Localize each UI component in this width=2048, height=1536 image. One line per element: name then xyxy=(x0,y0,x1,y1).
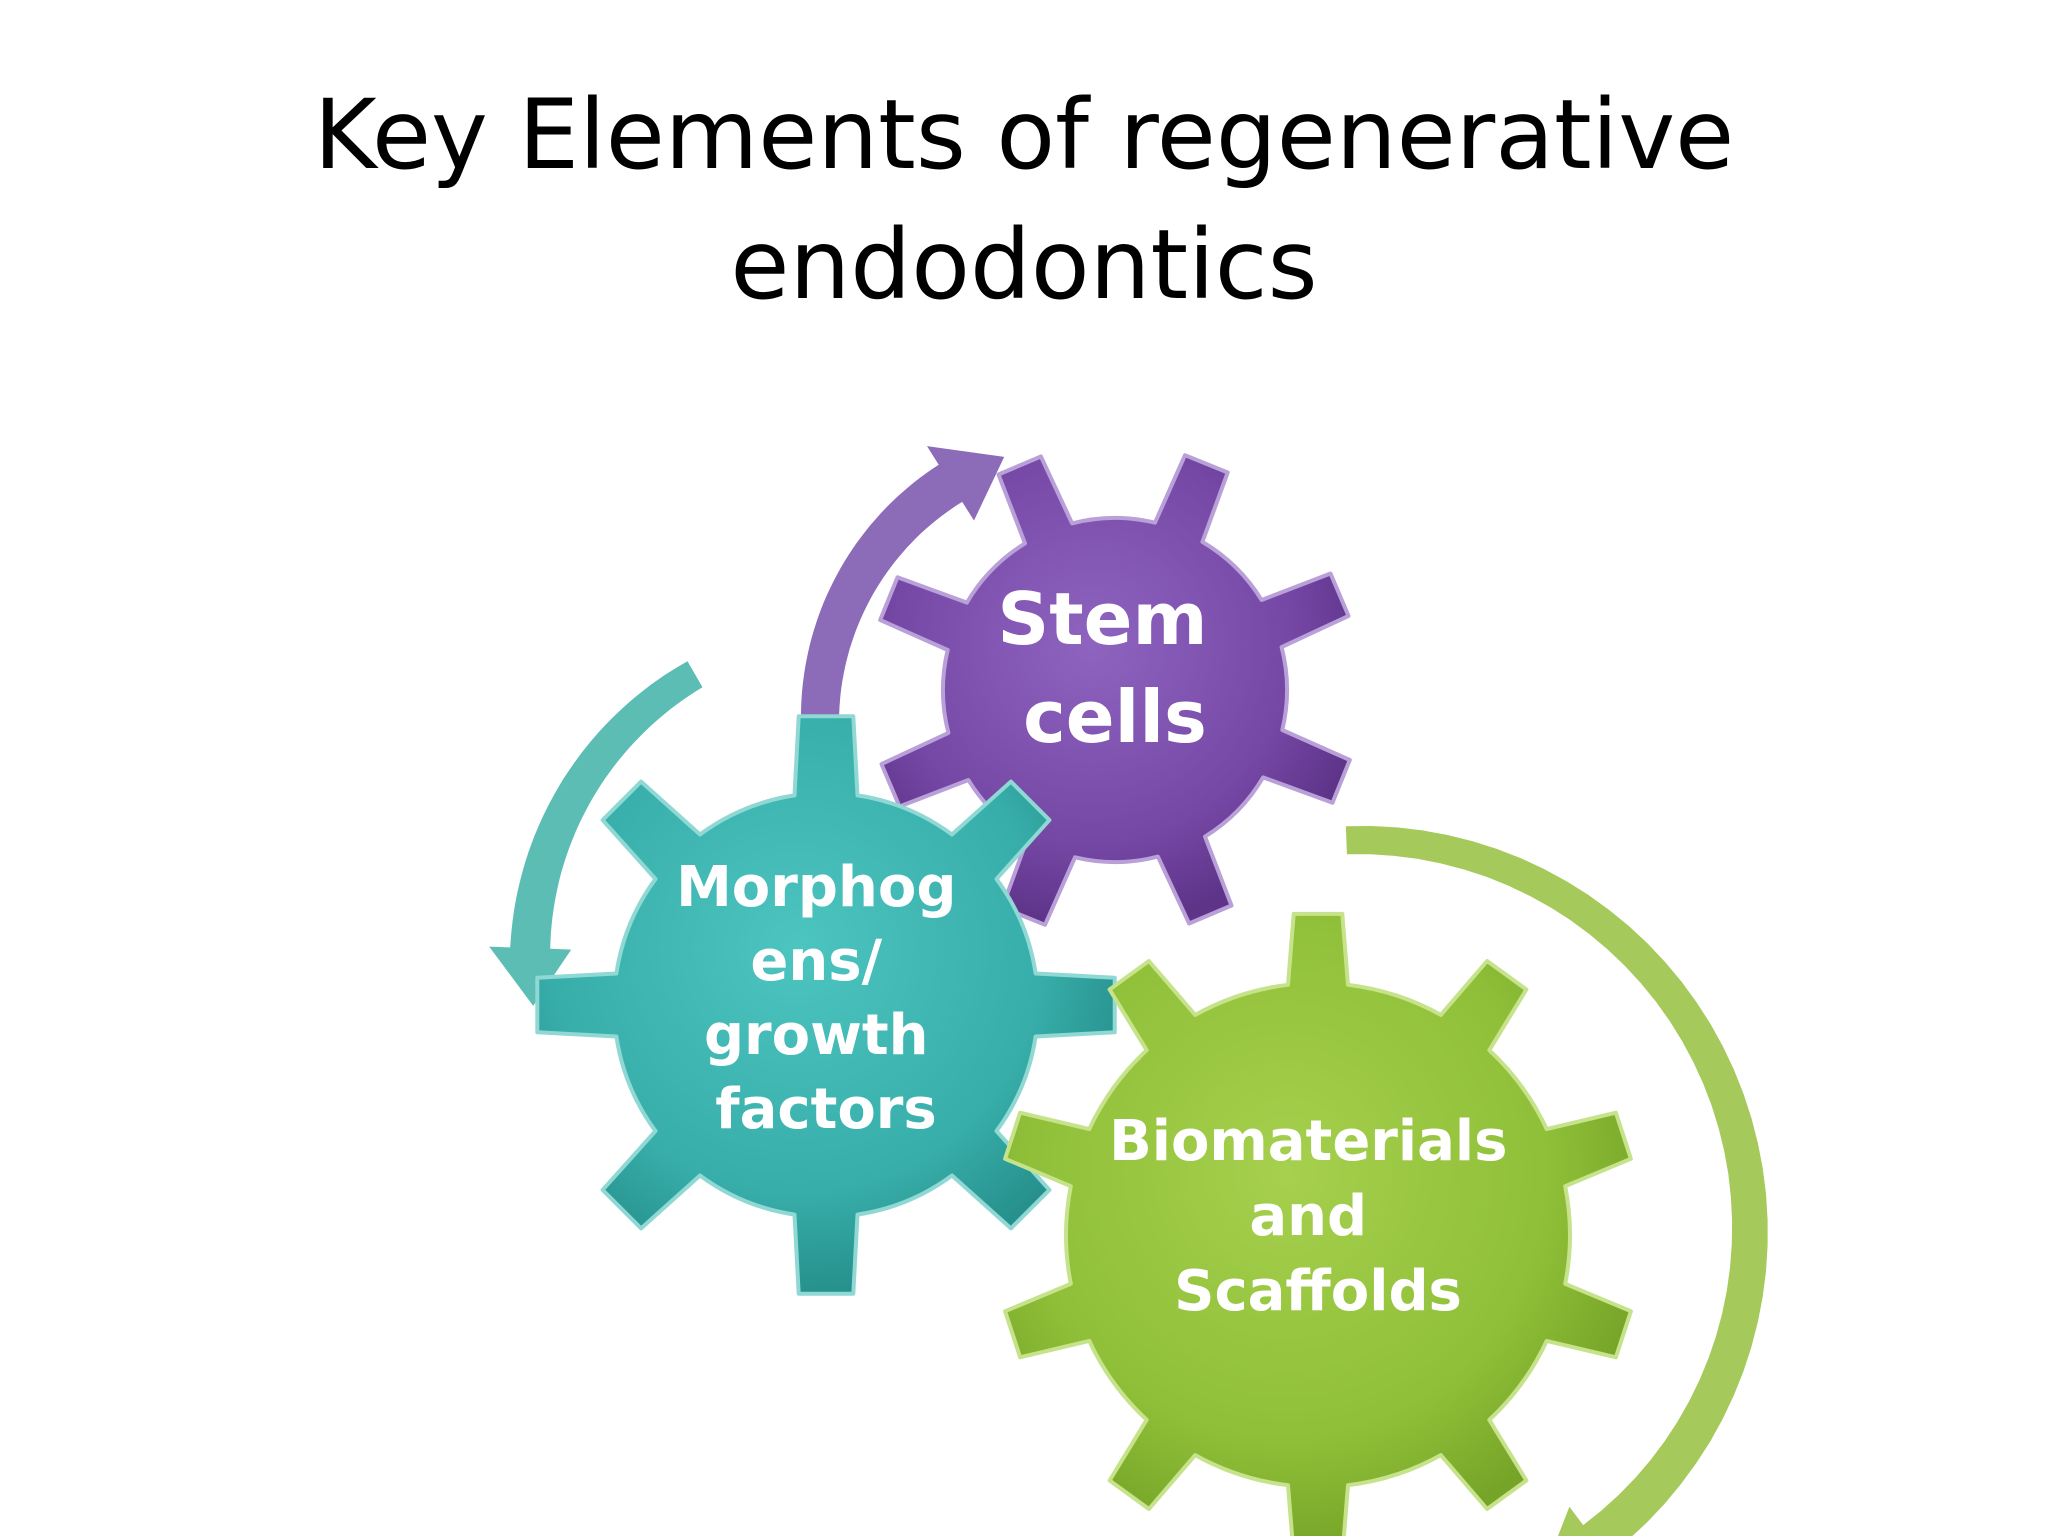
title-line-1: Key Elements of regenerative xyxy=(313,79,1735,191)
title-line-2: endodontics xyxy=(730,209,1318,321)
bio-label-line-1: Biomaterials xyxy=(1109,1109,1507,1174)
stem-label-line-2: cells xyxy=(1023,675,1207,759)
stem-label-line-1: Stem xyxy=(997,577,1207,661)
gear-biomaterials-shape xyxy=(1003,911,1633,1536)
morph-label-line-3: growth xyxy=(704,1003,929,1068)
gear-morphogens: Morphog ens/ growth factors xyxy=(535,714,1117,1296)
gear-morphogens-shape xyxy=(535,714,1117,1296)
gear-stem-cells-label: Stem cells xyxy=(997,577,1232,759)
gear-morphogens-label: Morphog ens/ growth factors xyxy=(676,855,976,1142)
gear-biomaterials-label: Biomaterials and Scaffolds xyxy=(1109,1109,1527,1324)
gear-biomaterials: Biomaterials and Scaffolds xyxy=(1003,911,1633,1536)
morph-label-line-4: factors xyxy=(715,1077,937,1142)
purple-arrow xyxy=(801,446,1005,720)
teal-arrow xyxy=(489,661,703,1006)
morph-label-line-1: Morphog xyxy=(676,855,956,920)
green-arrow xyxy=(1345,826,1768,1536)
bio-label-line-2: and xyxy=(1249,1184,1367,1249)
bio-label-line-3: Scaffolds xyxy=(1174,1259,1462,1324)
morph-label-line-2: ens/ xyxy=(750,929,882,994)
slide-title: Key Elements of regenerative endodontics xyxy=(0,70,2048,330)
